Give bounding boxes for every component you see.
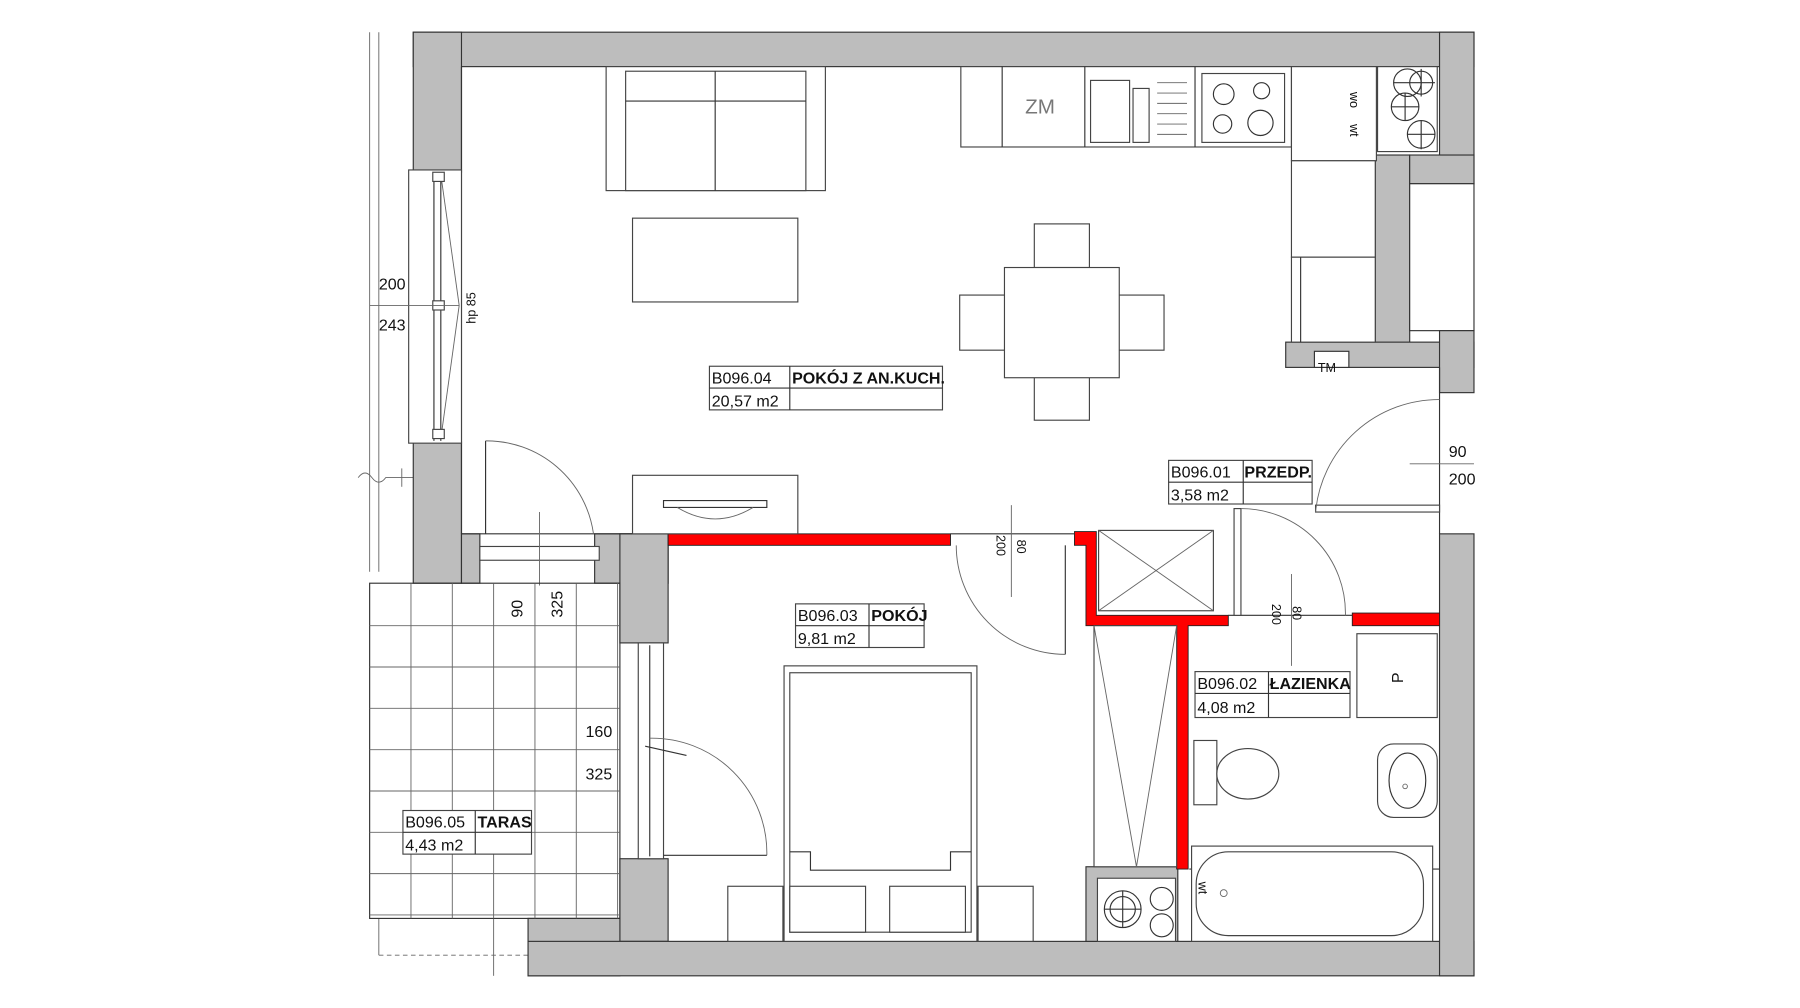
cooktop-icon: [1201, 72, 1286, 143]
bathtub: wt: [1191, 845, 1434, 942]
terrace-door-width: 90: [508, 600, 526, 618]
room-label-hall: B096.01 PRZEDP. 3,58 m2: [1168, 459, 1313, 505]
room-area: 4,43 m2: [405, 837, 463, 855]
room-label-terrace: B096.05 TARAS 4,43 m2: [402, 809, 533, 855]
terrace-door[interactable]: 90 325: [479, 440, 600, 618]
room-label-bedroom: B096.03 POKÓJ 9,81 m2: [794, 603, 928, 649]
tm-label: TM: [1318, 361, 1336, 375]
dining-table: [959, 223, 1165, 421]
wardrobe: [1098, 529, 1214, 612]
terrace-door-height: 325: [549, 591, 567, 618]
bed: [727, 665, 1034, 942]
terrace-outline: [369, 582, 621, 919]
bedroom-door-width: 80: [1014, 540, 1028, 554]
room-name: ŁAZIENKA: [1270, 675, 1352, 693]
entrance-door-width: 90: [1449, 443, 1467, 461]
washbasin: [1376, 743, 1438, 818]
fridge-label: ZM: [1025, 96, 1055, 119]
living-window: 200 243 hp 85: [369, 169, 478, 444]
bathroom-door-height: 200: [1269, 604, 1283, 625]
new-walls: [667, 531, 1440, 870]
bedroom-door[interactable]: 200 80: [955, 505, 1066, 655]
coffee-table: [631, 217, 799, 303]
bedroom-window-height: 325: [585, 766, 612, 784]
bedroom-door-height: 200: [993, 535, 1007, 556]
room-label-living: B096.04 POKÓJ Z AN.KUCH. 20,57 m2: [708, 365, 945, 411]
room-label-bathroom: B096.02 ŁAZIENKA 4,08 m2: [1194, 671, 1352, 719]
room-id: B096.04: [712, 369, 772, 387]
terrace-tiles: [369, 582, 621, 919]
room-name: POKÓJ Z AN.KUCH.: [792, 368, 945, 387]
bath-wt-label: wt: [1195, 881, 1209, 895]
room-id: B096.03: [798, 607, 858, 625]
window-height-label: 243: [379, 317, 406, 335]
room-area: 9,81 m2: [798, 630, 856, 648]
entrance-door-height: 200: [1449, 470, 1476, 488]
sofa: [605, 66, 826, 192]
room-id: B096.05: [405, 814, 465, 832]
installation-shaft-bathroom: [1096, 877, 1177, 942]
washing-machine: P: [1356, 633, 1438, 719]
room-area: 20,57 m2: [712, 392, 779, 410]
toilet: [1193, 739, 1280, 806]
walls: [412, 31, 1475, 977]
tv-cabinet: [631, 474, 799, 535]
room-name: PRZEDP.: [1244, 464, 1312, 482]
water-meter-hot-label: wt: [1347, 123, 1361, 137]
bedroom-window: 160 325: [585, 642, 768, 860]
washer-label: P: [1389, 672, 1407, 683]
room-area: 3,58 m2: [1171, 487, 1229, 505]
water-meter-cold-label: wo: [1347, 91, 1361, 108]
installation-shaft-kitchen: [1376, 66, 1438, 153]
bedroom-window-width: 160: [585, 723, 612, 741]
room-id: B096.01: [1171, 464, 1231, 482]
sink-icon: [1089, 79, 1187, 143]
room-name: POKÓJ: [871, 606, 927, 625]
room-name: TARAS: [478, 814, 532, 832]
exterior-lines: [357, 32, 529, 976]
room-id: B096.02: [1197, 675, 1257, 693]
bedroom-wardrobe: [1093, 625, 1178, 868]
entrance-door[interactable]: 90 200: [1314, 399, 1476, 513]
bathroom-door-width: 80: [1290, 606, 1304, 620]
window-sill-label: hp 85: [464, 292, 478, 324]
window-width-label: 200: [379, 275, 406, 293]
kitchen-counter: ZM wo wt: [960, 66, 1377, 343]
room-area: 4,08 m2: [1197, 699, 1255, 717]
bathroom-door[interactable]: 200 80: [1233, 508, 1346, 666]
